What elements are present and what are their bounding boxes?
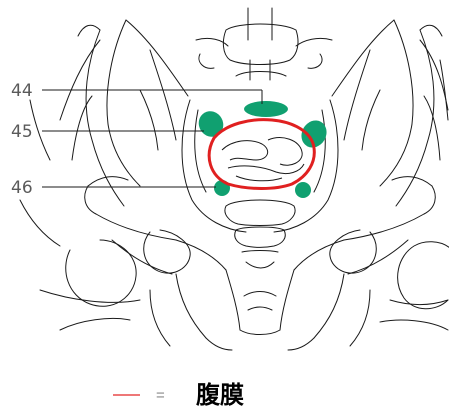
callout-46-number: 46 (11, 178, 33, 198)
pelvis-line-art (20, 8, 449, 350)
left-green-region (194, 107, 228, 142)
callout-44-number: 44 (11, 81, 33, 101)
legend-label: 腹膜 (196, 381, 244, 409)
peritoneum-outline (209, 120, 314, 189)
bowel-loops (222, 138, 304, 181)
lower-right-green-region (295, 182, 311, 198)
legend: = 腹膜 (113, 381, 244, 409)
green-regions (194, 101, 331, 198)
legend-equals: = (156, 387, 165, 404)
callout-45-number: 45 (11, 122, 33, 142)
peritoneum (209, 120, 314, 189)
upper-green-region (244, 101, 288, 117)
